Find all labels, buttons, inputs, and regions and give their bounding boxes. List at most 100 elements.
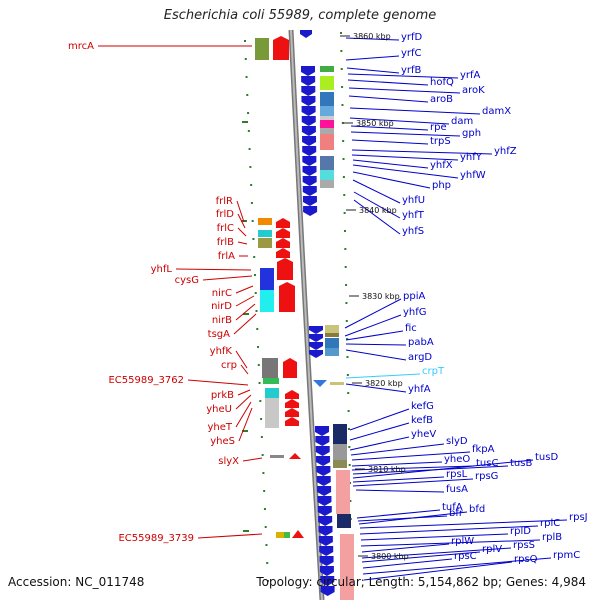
gene-label-tusc: tusC [476, 458, 498, 469]
cds-block [260, 268, 274, 290]
gene-label-dam: dam [451, 116, 473, 127]
marker-dot [346, 374, 349, 376]
leader-line [350, 125, 429, 131]
gene-features [255, 30, 354, 600]
gene-label-prkb: prkB [211, 390, 234, 401]
marker-dot [244, 58, 247, 60]
plus-strand-arrow [302, 146, 317, 156]
leader-line [175, 268, 252, 271]
leader-line [349, 422, 410, 441]
gene-label-rpsq: rpsQ [514, 554, 538, 565]
gene-label-kefg: kefG [411, 401, 434, 412]
minus-strand-arrow [276, 238, 290, 248]
plus-strand-arrow [302, 166, 317, 176]
gene-label-yhfu: yhfU [402, 195, 425, 206]
marker-dot [341, 86, 344, 88]
gene-label-fic: fic [405, 323, 417, 334]
leader-line [350, 443, 445, 456]
gene-label-tusb: tusB [510, 458, 532, 469]
marker-dash [243, 530, 249, 532]
cds-block [333, 460, 347, 468]
leader-line [348, 87, 461, 94]
plus-strand-arrow [320, 586, 335, 596]
plus-strand-arrow [301, 76, 316, 86]
leader-line [351, 465, 475, 471]
leader-line [353, 199, 401, 235]
leader-line [352, 476, 445, 483]
marker-dot [342, 140, 345, 142]
gene-labels: mrcAfrlRfrlDfrlCfrlBfrlAyhfLcysGnirCnirD… [68, 32, 588, 565]
marker-dot [347, 392, 350, 394]
marker-dot [349, 500, 352, 502]
cds-block [260, 290, 274, 312]
cds-block [284, 532, 290, 538]
cds-block [320, 86, 334, 90]
gene-label-tusd: tusD [535, 452, 558, 463]
gene-label-rpsg: rpsG [475, 471, 498, 482]
leader-line [345, 349, 407, 361]
gene-label-slyx: slyX [218, 456, 239, 467]
minus-strand-arrow [285, 417, 299, 426]
leader-line [237, 213, 246, 229]
gene-label-php: php [432, 180, 451, 191]
accession-text: Accession: NC_011748 [8, 575, 145, 589]
gene-label-yhfs: yhfS [402, 226, 424, 237]
leader-line [202, 275, 253, 281]
genome-backbone [288, 29, 325, 600]
plus-strand-arrow [302, 156, 317, 166]
tick-label: 3810 kbp [368, 465, 406, 474]
minus-strand-arrow [276, 228, 290, 238]
backbone-highlight [290, 29, 323, 600]
minus-strand-arrow [277, 258, 293, 280]
marker-dot [340, 32, 342, 34]
leader-line [360, 533, 509, 541]
marker-dot [345, 320, 348, 322]
leader-line [345, 383, 407, 393]
cds-block [270, 455, 284, 458]
gene-label-tufa: tufA [442, 502, 463, 513]
minus-strand-arrow [285, 408, 299, 417]
tick-label: 3800 kbp [371, 552, 409, 561]
gene-label-yhet: yheT [207, 422, 232, 433]
gene-label-yrfb: yrfB [401, 65, 422, 76]
plus-strand-arrow [309, 342, 323, 350]
leader-line [351, 451, 471, 461]
marker-dot [263, 508, 266, 510]
gene-label-rplv: rplV [482, 544, 502, 555]
gene-label-yhfy: yhfY [460, 152, 483, 163]
cds-block [320, 128, 334, 134]
minus-strand-arrow [279, 282, 295, 312]
plus-strand-arrow [318, 516, 333, 526]
leader-line [237, 227, 247, 237]
gene-label-rplb: rplB [542, 532, 562, 543]
minus-strand-arrow [276, 218, 290, 228]
plus-strand-arrow [319, 566, 334, 576]
cds-block [262, 358, 278, 378]
cds-block [320, 120, 334, 128]
leader-line [352, 164, 459, 179]
marker-dot [260, 436, 263, 438]
marker-dot [259, 400, 262, 402]
gene-label-bfd: bfd [469, 504, 485, 515]
leader-line [353, 191, 401, 219]
gene-label-mrca: mrcA [68, 41, 94, 52]
gene-label-frld: frlD [216, 209, 234, 220]
marker-dot [348, 446, 351, 448]
minus-strand-arrow [283, 358, 297, 378]
minus-strand-arrow [276, 248, 290, 258]
leader-line [350, 131, 461, 137]
gene-label-slyd: slyD [446, 436, 468, 447]
gene-label-rpss: rpsS [513, 540, 535, 551]
gene-label-tsga: tsgA [208, 329, 230, 340]
marker-dot [258, 382, 261, 384]
leader-line [355, 489, 445, 493]
cds-block [330, 382, 344, 385]
gene-label-nird: nirD [211, 301, 232, 312]
leader-line [233, 313, 257, 335]
marker-dot [262, 472, 265, 474]
tick-label: 3860 kbp [353, 32, 391, 41]
leader-line [345, 37, 400, 41]
leader-line [352, 171, 431, 189]
leader-line [344, 298, 402, 329]
